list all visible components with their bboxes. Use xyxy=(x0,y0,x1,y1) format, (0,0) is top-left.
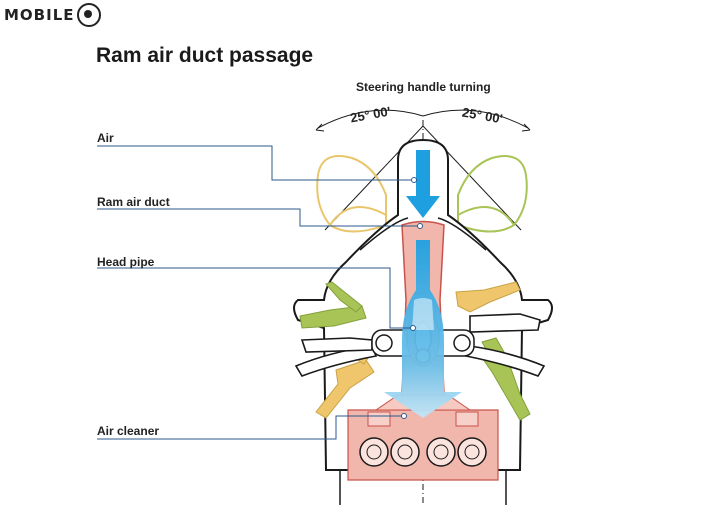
callout-dots xyxy=(401,177,423,419)
right-turn-ghost xyxy=(457,155,528,233)
diagram-title: Ram air duct passage xyxy=(96,44,314,67)
air-cleaner-box xyxy=(347,409,499,481)
watermark-text: MOBILE xyxy=(4,6,75,24)
fairing-inner-lines xyxy=(339,217,507,505)
handlebars xyxy=(294,313,546,377)
airflow-top-arrow xyxy=(406,150,440,218)
right-lever-yellow xyxy=(455,281,521,313)
watermark-badge-icon xyxy=(76,3,101,27)
callout-line-air-cleaner xyxy=(97,415,404,440)
callout-lines xyxy=(97,145,420,440)
callout-line-ram-air-duct xyxy=(97,208,420,227)
left-turn-ghost xyxy=(316,155,387,233)
callout-air-cleaner: Air cleaner xyxy=(97,424,160,438)
watermark-logo: MOBILE xyxy=(4,3,101,27)
left-lever-green xyxy=(299,281,367,329)
callout-ram-air-duct: Ram air duct xyxy=(97,195,170,209)
callout-head-pipe: Head pipe xyxy=(97,255,155,269)
airflow-duct-arrow xyxy=(384,240,462,418)
callout-air: Air xyxy=(97,131,114,145)
steering-label: Steering handle turning xyxy=(356,80,491,94)
callout-line-air xyxy=(97,145,414,181)
callout-line-head-pipe xyxy=(97,267,413,329)
